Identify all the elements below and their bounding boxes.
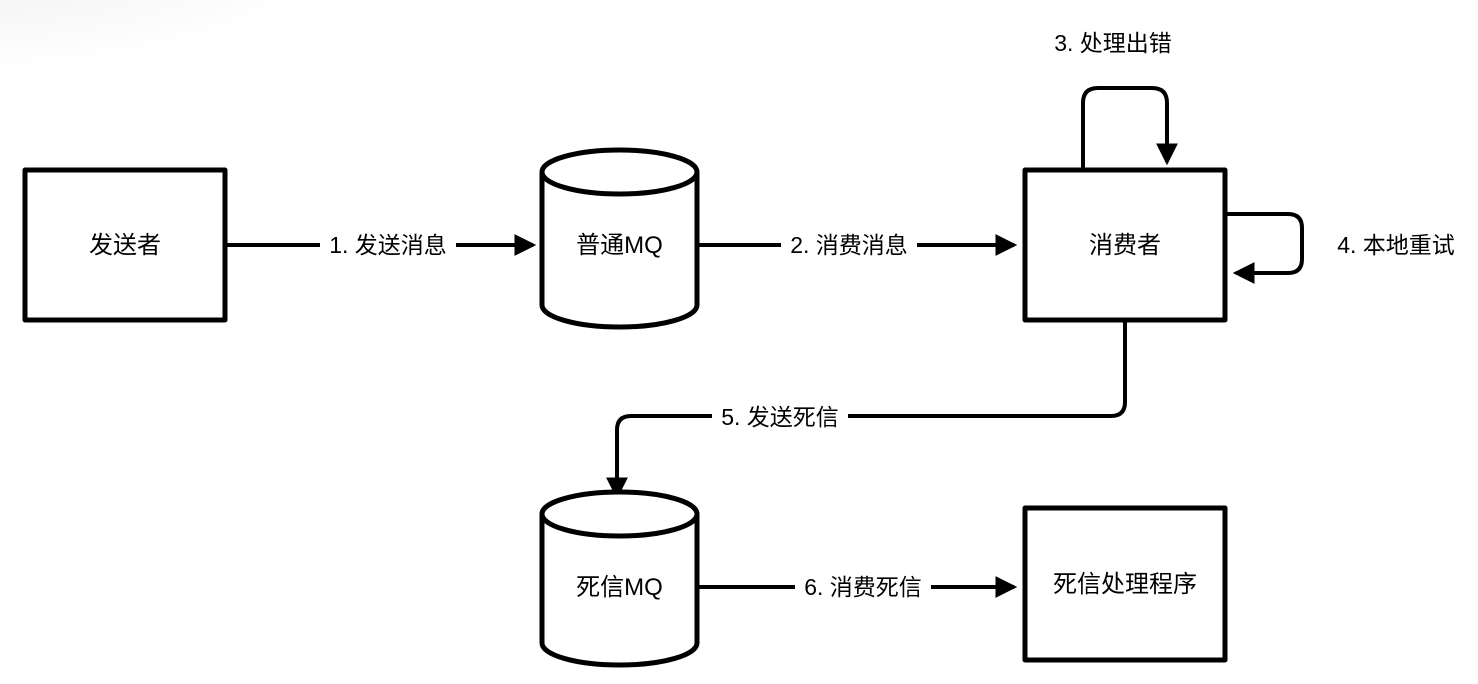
consumer-box xyxy=(1022,167,1228,323)
edge-consume-message-label: 2. 消费消息 xyxy=(790,232,908,258)
edge-consume-dead-letter-label-bg xyxy=(795,571,931,603)
dead-letter-processor-label: 死信处理程序 xyxy=(1053,571,1197,598)
edge-consume-dead-letter-label: 6. 消费死信 xyxy=(804,574,922,600)
edge-send-dead-letter-line xyxy=(606,322,1127,500)
edge-send-message-label: 1. 发送消息 xyxy=(329,232,447,258)
dead-letter-mq-cylinder-top xyxy=(539,489,700,539)
edge-send-message-label-bg xyxy=(320,229,456,261)
loop-local-retry-label: 4. 本地重试 xyxy=(1337,232,1455,258)
edge-consume-message-label-bg xyxy=(781,229,917,261)
edge-send-dead-letter-label-bg xyxy=(712,400,848,432)
normal-mq-cylinder-top xyxy=(539,147,700,197)
loop-processing-error-label: 3. 处理出错 xyxy=(1054,30,1172,56)
loop-processing-error-line xyxy=(1081,86,1178,170)
dead-letter-mq-cylinder xyxy=(539,514,700,668)
loop-local-retry-line xyxy=(1227,212,1304,284)
sender-box xyxy=(22,167,228,323)
edge-send-dead-letter-label: 5. 发送死信 xyxy=(721,404,839,430)
dead-letter-mq-label: 死信MQ xyxy=(576,574,663,601)
sender-label: 发送者 xyxy=(89,232,161,259)
normal-mq-cylinder xyxy=(539,172,700,330)
consumer-label: 消费者 xyxy=(1089,232,1161,259)
normal-mq-label: 普通MQ xyxy=(576,232,663,259)
dead-letter-processor-box xyxy=(1022,505,1228,663)
